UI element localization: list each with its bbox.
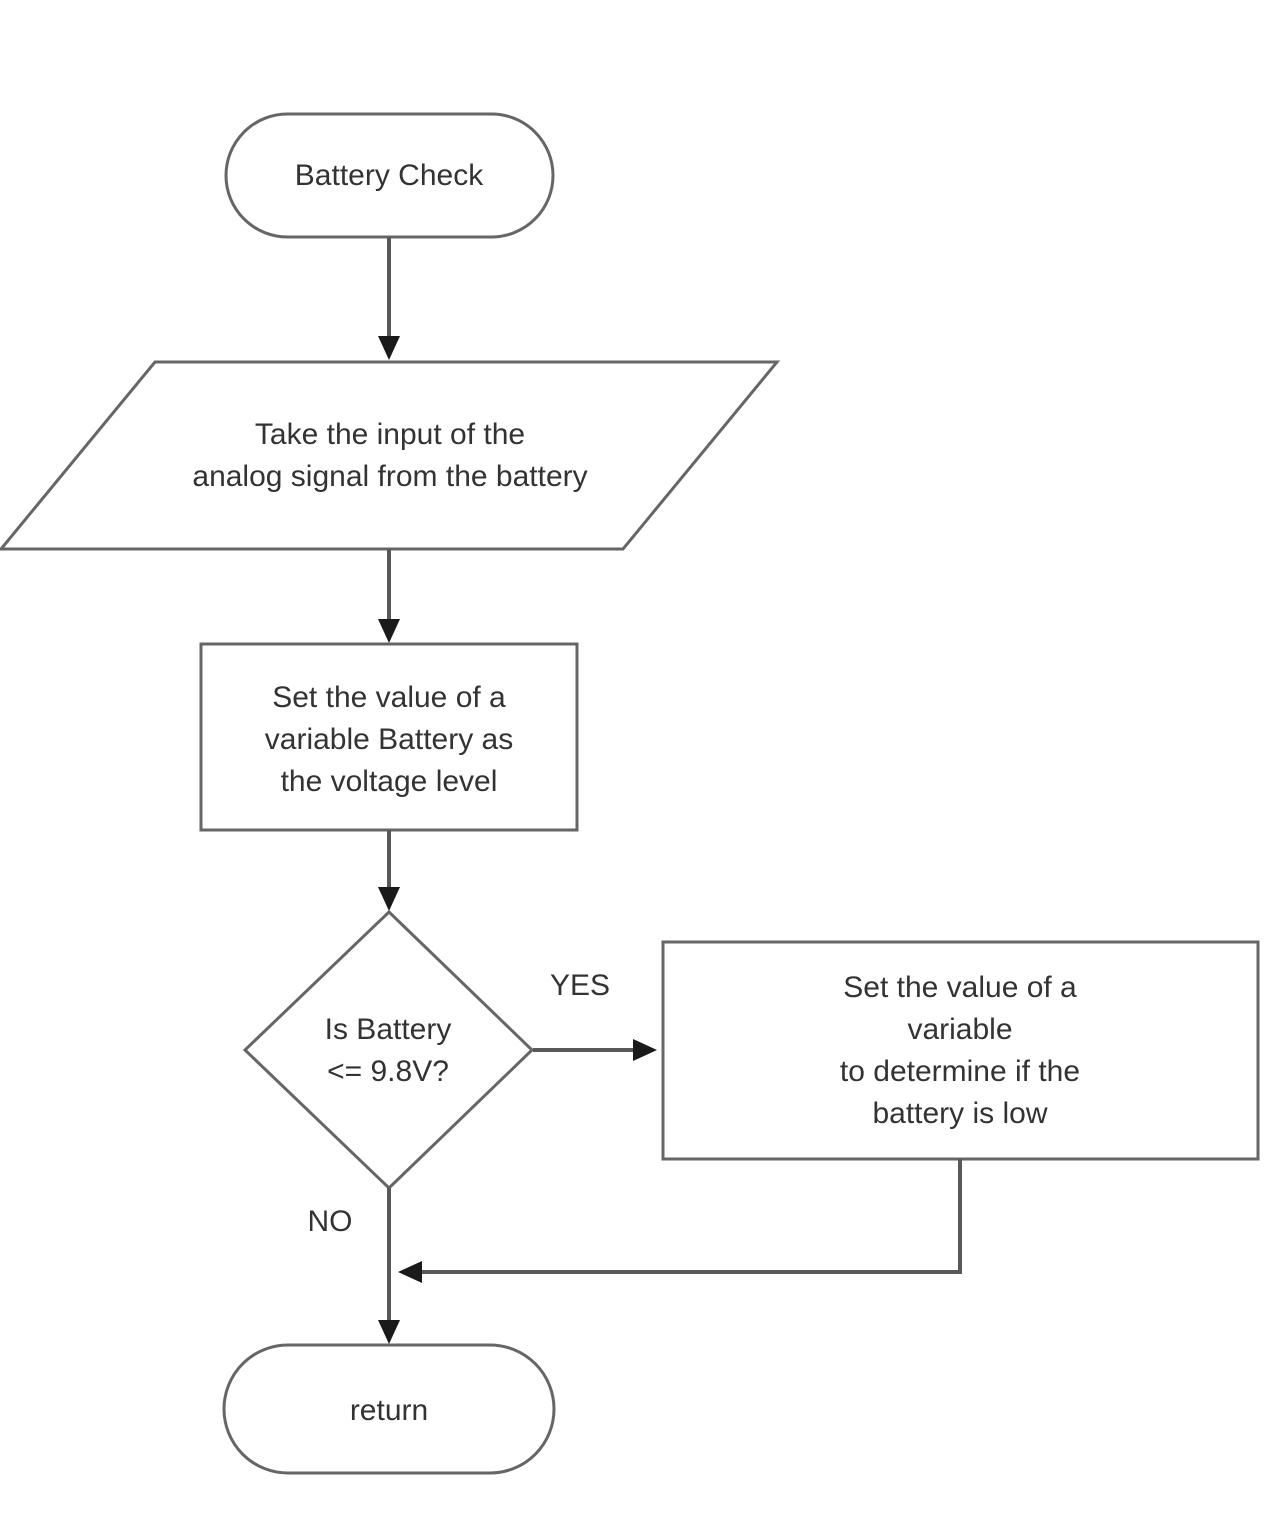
- arrowhead-decision-yes: [633, 1039, 657, 1061]
- io-input-label: Take the input of the analog signal from…: [192, 418, 588, 493]
- arrowhead-input-to-process: [378, 619, 400, 643]
- process-set-battery-shape: [199, 642, 579, 832]
- io-input-parallelogram-shape: [0, 360, 781, 551]
- terminator-end-label: return: [349, 1394, 429, 1427]
- process-set-low-flag-label: Set the value of a variable to determine…: [839, 971, 1081, 1130]
- connector-lowflag-elbow: [419, 1159, 962, 1274]
- arrowhead-start-to-input: [378, 336, 400, 360]
- decision-label: Is Battery <= 9.8V?: [324, 1013, 452, 1088]
- arrowhead-to-end: [378, 1320, 400, 1344]
- arrowhead-lowflag-join: [398, 1261, 422, 1283]
- edge-no-label: NO: [307, 1205, 353, 1238]
- terminator-end-shape: [222, 1343, 556, 1475]
- arrowhead-process-to-decision: [378, 887, 400, 911]
- process-set-low-flag-shape: [661, 940, 1260, 1161]
- terminator-start-label: Battery Check: [294, 159, 484, 192]
- process-set-battery-label: Set the value of a variable Battery as t…: [264, 681, 514, 798]
- edge-yes-label: YES: [549, 969, 611, 1002]
